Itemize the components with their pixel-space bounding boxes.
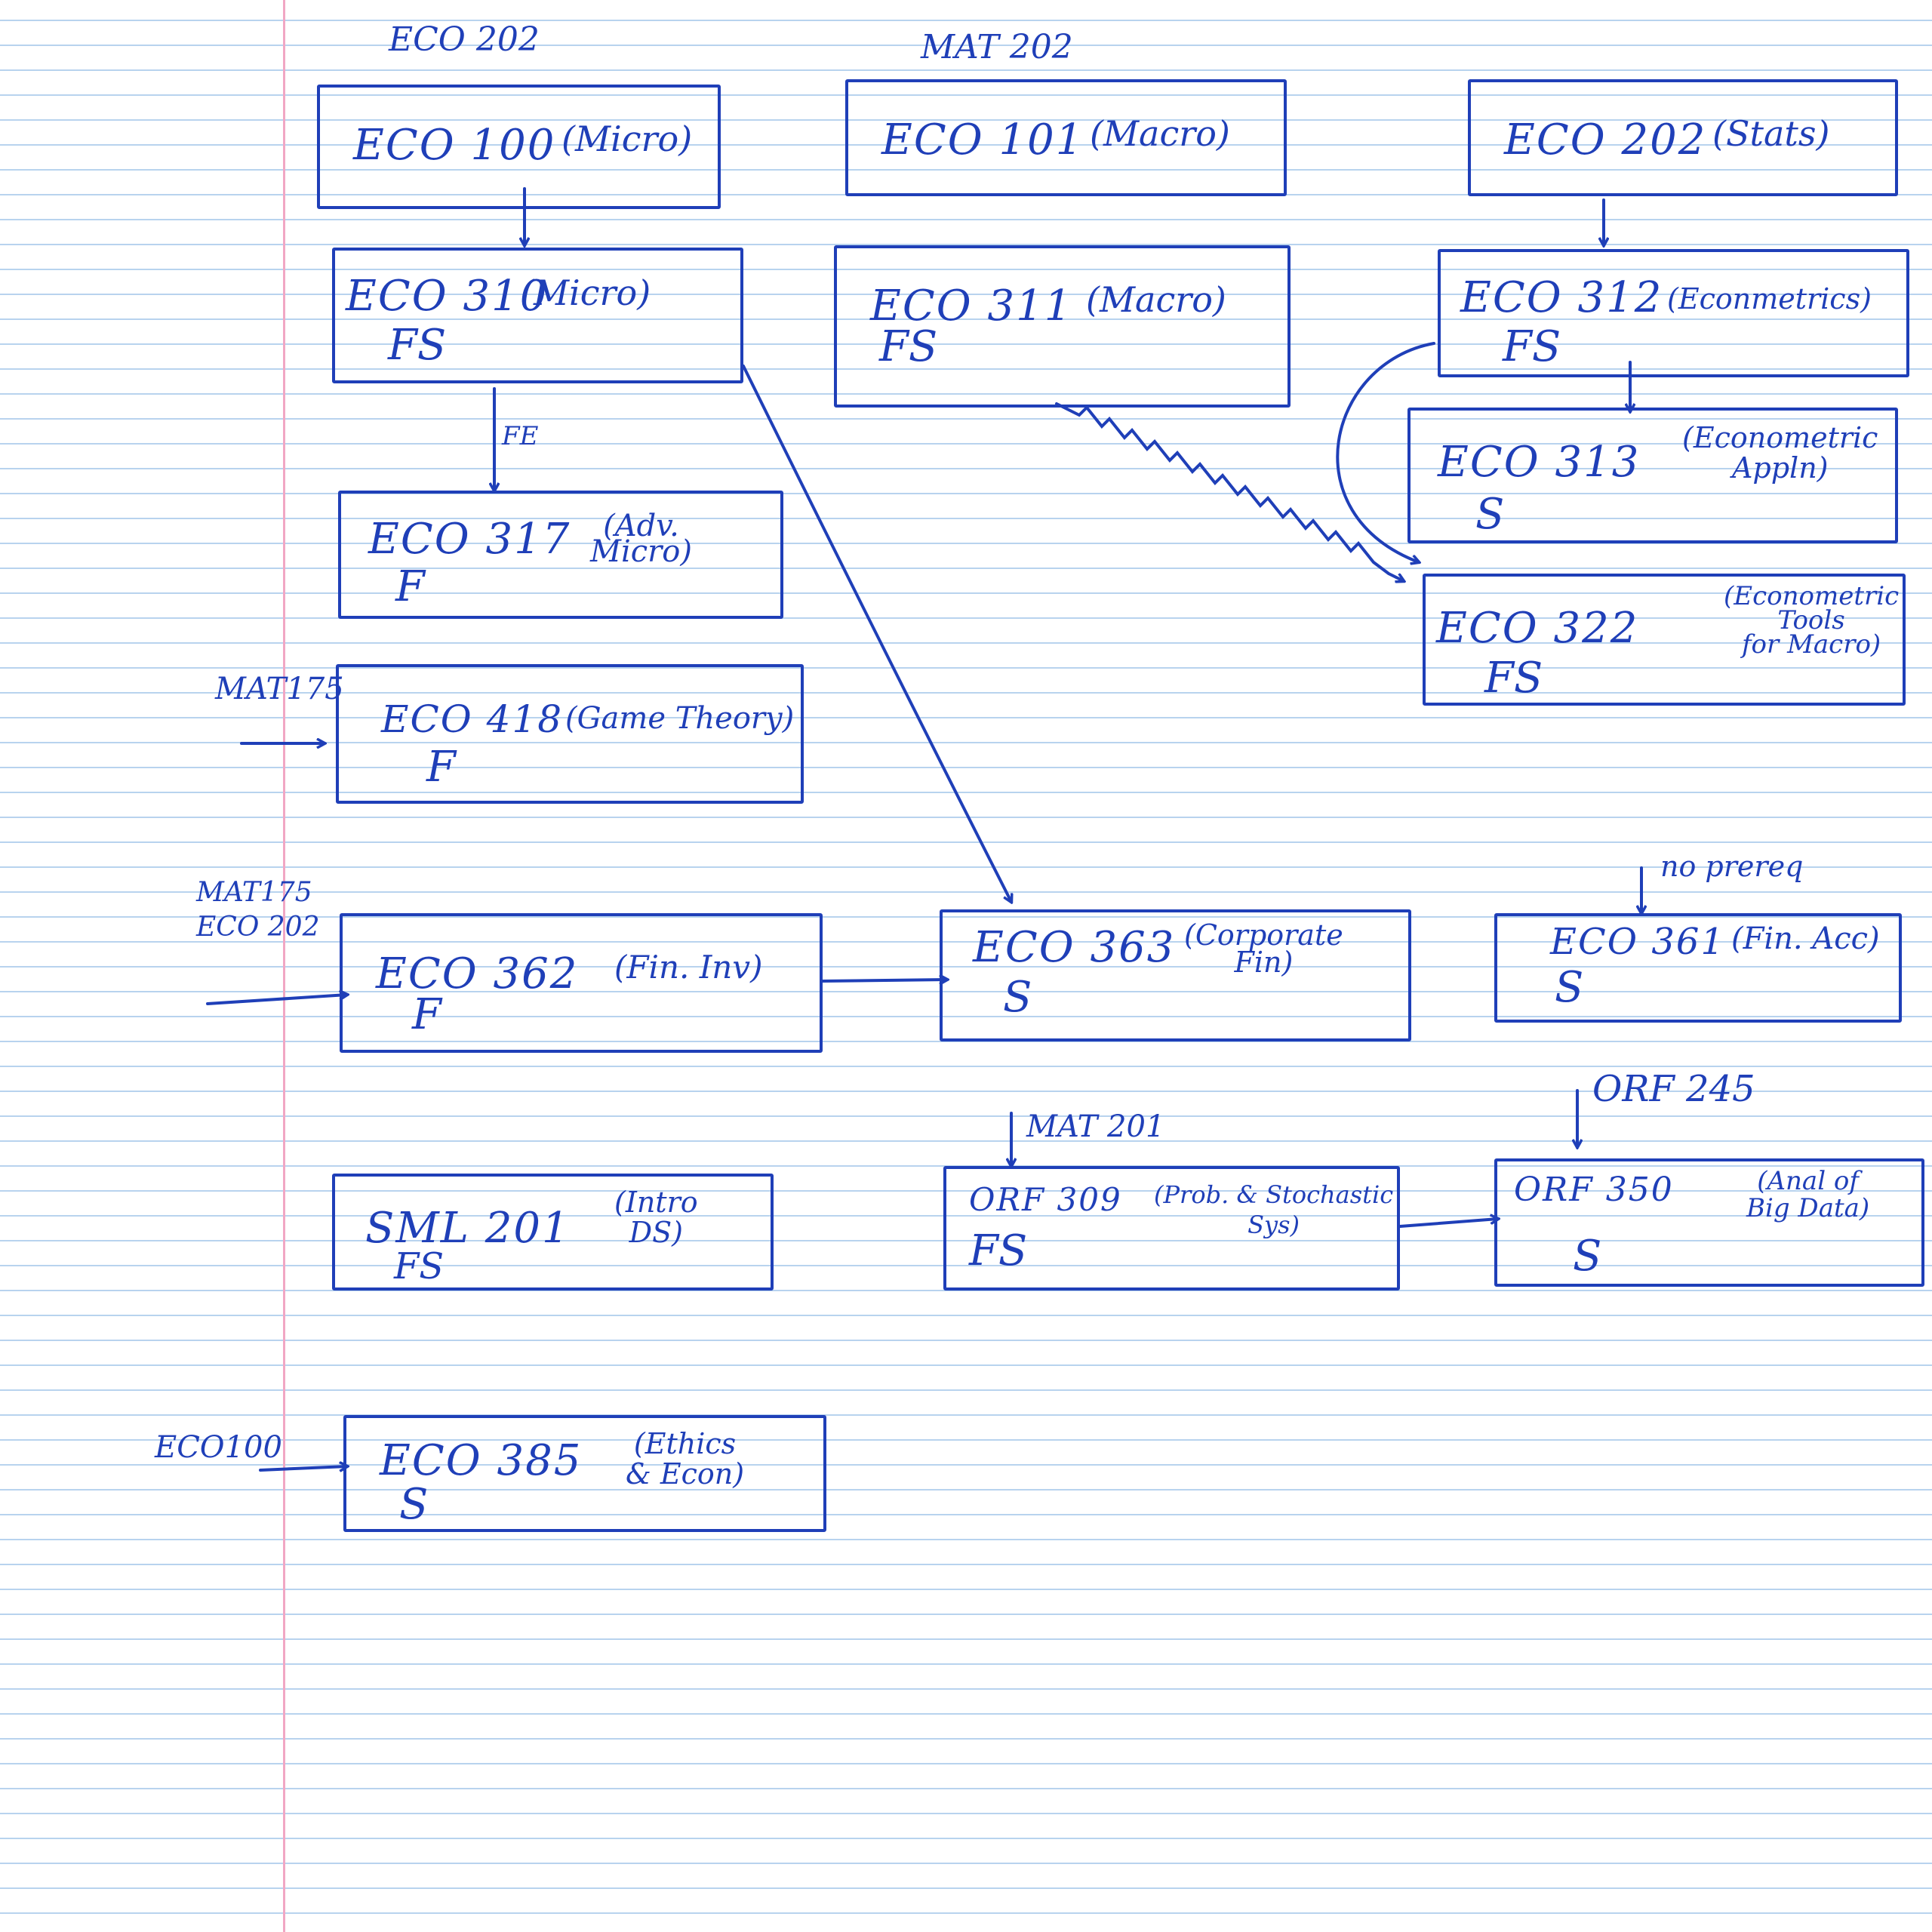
course-code: ECO 418 [381,697,564,741]
course-code: ORF 350 [1514,1171,1674,1209]
course-code: SML 201 [365,1204,571,1253]
course-box-eco312: ECO 312 (Econmetrics) FS [1438,249,1909,377]
margin-line [283,0,285,1932]
course-box-eco418: ECO 418 (Game Theory) F [336,664,804,804]
course-code: ECO 310 [346,272,549,321]
course-description: (Corporate Fin) [1184,918,1343,979]
offering-term: S [1555,963,1584,1012]
course-code: ECO 322 [1436,604,1639,653]
offering-term: F [412,990,441,1039]
offering-term: FS [394,1245,445,1287]
course-box-eco322: ECO 322 (Econometric Tools for Macro) FS [1423,574,1906,706]
course-description: (Anal of Big Data) [1746,1166,1870,1223]
course-description: (Stats) [1712,113,1830,154]
course-code: ECO 313 [1438,438,1641,487]
arrow-eco362-to-eco363 [821,980,947,981]
course-description: (Econometric Appln) [1682,421,1878,485]
course-box-orf309: ORF 309 (Prob. & Stochastic Sys) FS [943,1166,1400,1291]
course-code: ECO 312 [1460,273,1663,322]
course-description: (Game Theory) [565,701,795,736]
course-box-eco313: ECO 313 (Econometric Appln) S [1407,408,1898,543]
course-box-eco385: ECO 385 (Ethics & Econ) S [343,1415,826,1532]
course-code: ECO 202 [1504,115,1707,165]
course-box-eco101: ECO 101 (Macro) [845,79,1287,196]
course-description: (Intro DS) [614,1186,698,1249]
offering-term: F [426,743,456,792]
course-description: (Econometric Tools for Macro) [1724,581,1900,660]
note-eco100-side: ECO100 [155,1430,282,1465]
course-description: (Macro) [1090,113,1230,154]
course-code: ECO 385 [380,1436,583,1485]
course-description: (Adv. Micro) [590,509,692,569]
course-box-eco100: ECO 100 (Micro) [317,85,721,209]
course-description: (Econmetrics) [1667,282,1872,315]
course-code: ECO 311 [870,281,1073,331]
course-box-orf350: ORF 350 (Anal of Big Data) S [1494,1158,1924,1287]
offering-term: F [395,562,425,611]
course-code: ORF 309 [969,1181,1122,1218]
course-code: ECO 317 [368,515,571,564]
course-code: ECO 361 [1550,921,1725,963]
offering-term: FS [1484,654,1543,703]
course-code: ECO 362 [376,949,579,998]
course-box-eco311: ECO 311 (Macro) FS [834,245,1291,408]
course-description: (Micro) [561,118,693,159]
course-description: (Micro) [520,272,651,313]
offering-term: S [399,1480,429,1529]
course-description: (Ethics & Econ) [626,1427,745,1491]
arrow-eco100-to-eco385 [259,1466,347,1470]
arrow-mat175-to-eco362 [206,995,347,1005]
course-box-eco202: ECO 202 (Stats) [1468,79,1898,196]
arrow-eco311-to-eco322 [1055,402,1404,581]
offering-term: FS [879,322,938,371]
course-description: (Prob. & Stochastic Sys) [1154,1180,1394,1239]
note-mat201: MAT 201 [1026,1109,1165,1144]
course-box-eco310: ECO 310 (Micro) FS [332,248,743,383]
course-code: ECO 100 [353,121,556,170]
course-box-sml201: SML 201 (Intro DS) FS [332,1174,774,1291]
arrow-eco310-to-eco363 [742,365,1011,902]
arrow-eco312-to-eco322 [1336,342,1435,562]
note-eco101-prereq-top: MAT 202 [921,28,1073,66]
arrow-orf309-to-orf350 [1398,1219,1498,1228]
offering-term: FS [1503,322,1561,371]
course-code: ECO 363 [973,923,1176,972]
offering-term: FS [388,321,447,370]
note-fe: FE [502,421,539,451]
note-eco100-prereq-top: ECO 202 [389,20,540,59]
course-code: ECO 101 [881,115,1084,165]
course-box-eco361: ECO 361 (Fin. Acc) S [1494,913,1902,1023]
note-no-prereq: no prereq [1660,850,1804,883]
course-description: (Macro) [1086,279,1226,320]
course-box-eco317: ECO 317 (Adv. Micro) F [338,491,783,619]
offering-term: S [1573,1232,1602,1281]
offering-term: FS [969,1226,1028,1275]
offering-term: S [1003,973,1032,1022]
course-box-eco362: ECO 362 (Fin. Inv) F [340,913,823,1053]
offering-term: S [1475,490,1505,539]
note-mat175-eco202-eco362: MAT175 ECO 202 [196,877,320,943]
course-description: (Fin. Acc) [1731,921,1880,956]
note-mat175-eco418: MAT175 [215,672,344,706]
course-box-eco363: ECO 363 (Corporate Fin) S [940,909,1411,1041]
note-orf245: ORF 245 [1592,1068,1755,1110]
course-description: (Fin. Inv) [614,949,763,986]
